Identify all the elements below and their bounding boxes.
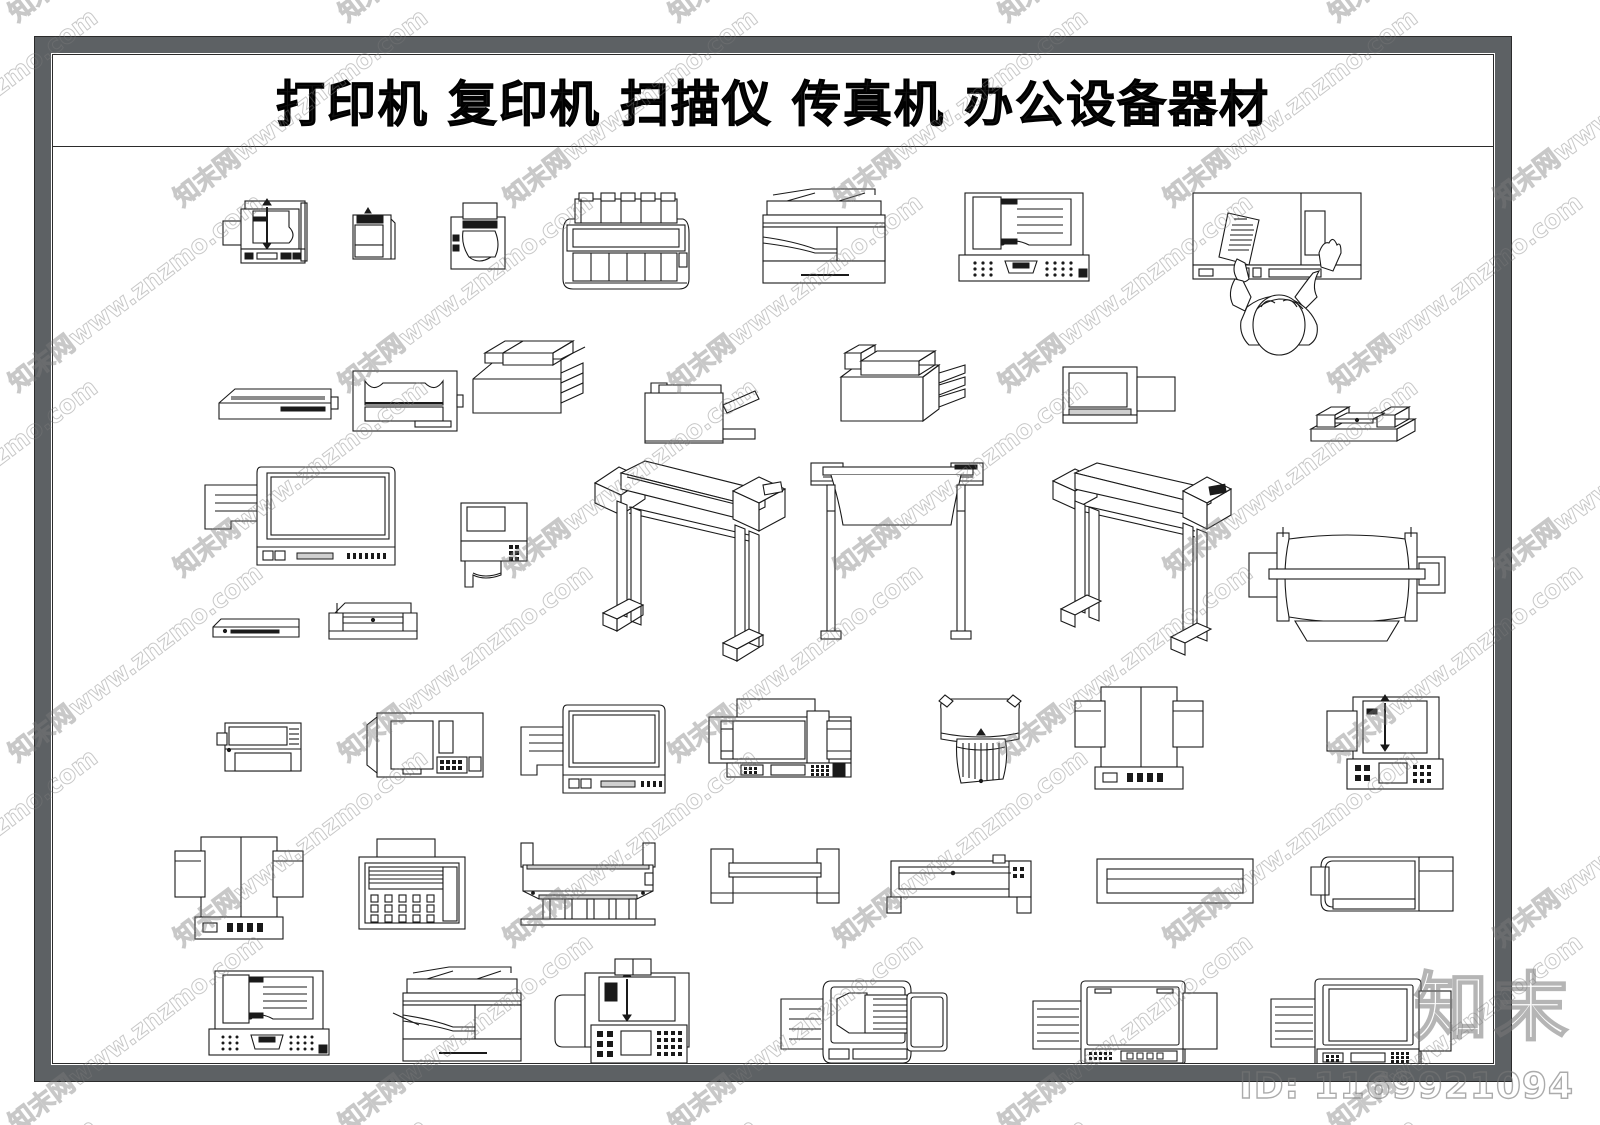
- printer-with-feeder-side-view: [644, 382, 760, 444]
- flatbed-cutter-plotter: [886, 854, 1032, 914]
- copier-with-display-top-view: [1032, 980, 1218, 1063]
- watermark-text: 知末网www.znzmo.com: [660, 0, 929, 29]
- office-copier-side-view-2: [392, 966, 522, 1062]
- wide-format-plotter-isometric: [593, 460, 787, 662]
- flatbed-scanner-top-view: [352, 370, 464, 432]
- copier-with-sorter-isometric: [839, 344, 966, 423]
- watermark-text: 知末网www.znzmo.com: [990, 0, 1259, 29]
- wide-format-plotter-front-view: [810, 462, 984, 640]
- digital-copier-with-control-panel: [958, 192, 1090, 282]
- fax-machine-with-handset-top-view: [554, 958, 690, 1063]
- desktop-printer-with-tray-top-view: [450, 202, 506, 270]
- slim-scanner-bar-isometric: [212, 618, 300, 638]
- copier-with-document-top-view: [208, 970, 330, 1056]
- watermark-text: 知末网www.znzmo.com: [0, 0, 269, 29]
- page-title: 打印机 复印机 扫描仪 传真机 办公设备器材: [275, 76, 1271, 134]
- fax-machine-keypad-top-view: [358, 838, 466, 930]
- multifunction-copier-top-view: [708, 698, 852, 778]
- office-copier-side-view: [762, 188, 886, 284]
- scanner-bed-top-view: [1096, 858, 1254, 904]
- title-block: 打印机 复印机 扫描仪 传真机 办公设备器材: [53, 55, 1493, 147]
- flatbed-scanner-isometric: [218, 388, 339, 420]
- dot-matrix-wide-carriage-printer: [562, 192, 690, 290]
- watermark-text: 知末网www.znzmo.com: [825, 1109, 1094, 1125]
- large-copier-with-operator-top-view: [1192, 192, 1362, 356]
- watermark-text: 知末网www.znzmo.com: [1155, 1109, 1424, 1125]
- sheet-feed-scanner-isometric: [328, 602, 418, 640]
- watermark-text: 知末网www.znzmo.com: [330, 0, 599, 29]
- copier-with-keypad-top-view: [366, 712, 484, 778]
- symbol-canvas: [53, 147, 1493, 1063]
- drawing-sheet: 打印机 复印机 扫描仪 传真机 办公设备器材: [34, 36, 1512, 1082]
- small-desktop-printer-top-view: [352, 207, 396, 260]
- printer-with-output-tray-isometric: [472, 340, 586, 414]
- watermark-text: 知末网www.znzmo.com: [0, 1109, 104, 1125]
- wide-format-plotter-with-stand: [1051, 462, 1233, 656]
- paper-cutter-isometric: [1308, 406, 1418, 442]
- watermark-text: 知末网www.znzmo.com: [1485, 1109, 1600, 1125]
- workstation-printer-paper-out: [520, 704, 666, 794]
- copier-with-keypad-top-view-2: [1270, 978, 1452, 1063]
- monitor-style-device-top-view: [1062, 366, 1176, 424]
- watermark-text: 知末网www.znzmo.com: [495, 1109, 764, 1125]
- workstation-printer-with-paper-stack: [204, 466, 396, 566]
- label-printer-front-view: [216, 722, 302, 772]
- network-copier-top-view: [1074, 686, 1204, 790]
- fax-copier-with-display-top-view: [1326, 694, 1444, 790]
- compact-multifunction-printer-top-view: [222, 198, 308, 264]
- watermark-text: 知末网www.znzmo.com: [1320, 0, 1589, 29]
- copier-with-paper-out-top-view: [780, 980, 948, 1063]
- compact-copier-isometric: [1310, 856, 1454, 912]
- paper-feed-tray-front-view: [710, 848, 840, 904]
- network-copier-top-view-2: [174, 836, 304, 940]
- wide-carriage-printer-front-view: [938, 694, 1022, 784]
- sheet-outer-border: [35, 37, 1511, 1081]
- receipt-printer-with-paper-roll: [460, 502, 528, 588]
- watermark-text: 知末网www.znzmo.com: [165, 1109, 434, 1125]
- paper-sorter-rack-front-view: [520, 842, 656, 926]
- sheet-inner-area: 打印机 复印机 扫描仪 传真机 办公设备器材: [52, 54, 1494, 1064]
- paper-roll-feeder-unit: [1248, 527, 1446, 642]
